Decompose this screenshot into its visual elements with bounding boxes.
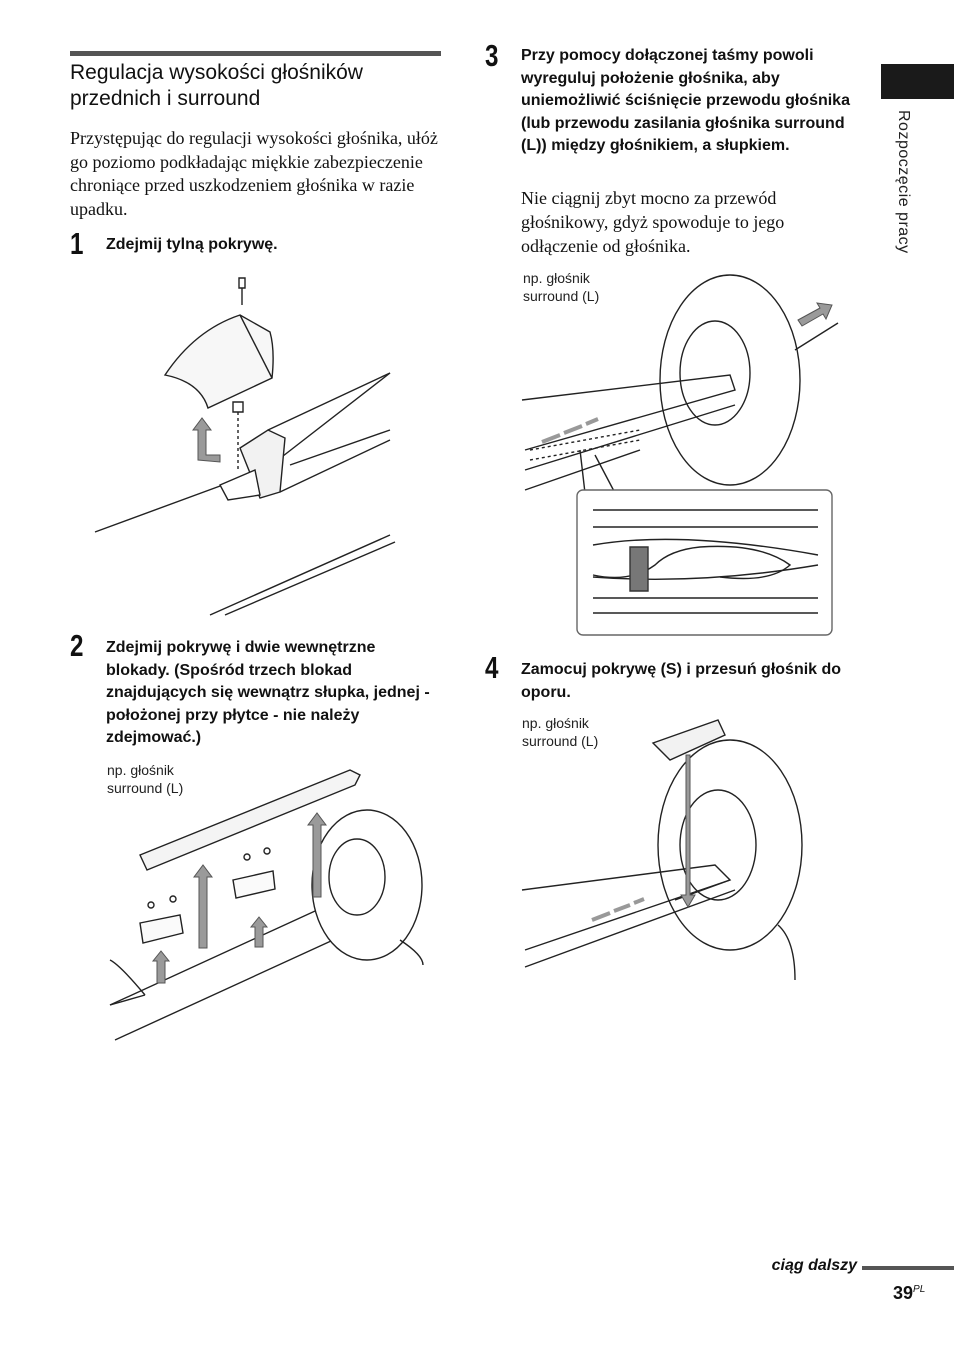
step-3-note: Nie ciągnij zbyt mocno za przewód głośni… (521, 188, 785, 256)
section-rule (70, 51, 441, 56)
side-tab-marker (881, 64, 954, 99)
step-3-text: Przy pomocy dołączonej taśmy powoli wyre… (521, 47, 850, 154)
step-4-caption-line1: np. głośnik (522, 715, 589, 731)
step-4-caption-line2: surround (L) (522, 733, 599, 749)
step-2-caption-line2: surround (L) (107, 780, 184, 796)
step-1-text: Zdejmij tylną pokrywę. (106, 236, 278, 253)
step-3-illustration (520, 265, 840, 640)
footer-rule (862, 1266, 954, 1270)
step-4-illustration (520, 715, 820, 980)
section-title: Regulacja wysokości głośników przednich … (70, 61, 363, 110)
step-1-illustration (90, 270, 400, 620)
step-4-text: Zamocuj pokrywę (S) i przesuń głośnik do… (521, 661, 842, 701)
step-2-illustration (105, 765, 435, 1050)
page-number-value: 39 (893, 1283, 914, 1303)
step-2-number: 2 (70, 628, 84, 663)
step-2-text: Zdejmij pokrywę i dwie wewnętrzne blokad… (106, 639, 430, 746)
intro-paragraph: Przystępując do regulacji wysokości głoś… (70, 128, 438, 219)
page-number-suffix: PL (913, 1284, 926, 1295)
side-tab-label: Rozpoczęcie pracy (895, 110, 912, 254)
step-3-caption-line2: surround (L) (523, 288, 600, 304)
step-2-caption-line1: np. głośnik (107, 762, 174, 778)
page-number: 39PL (893, 1283, 925, 1304)
step-1-number: 1 (70, 226, 84, 261)
continued-label: ciąg dalszy (771, 1257, 857, 1274)
step-4-number: 4 (485, 650, 499, 685)
step-3-caption-line1: np. głośnik (523, 270, 590, 286)
step-3-number: 3 (485, 38, 499, 73)
